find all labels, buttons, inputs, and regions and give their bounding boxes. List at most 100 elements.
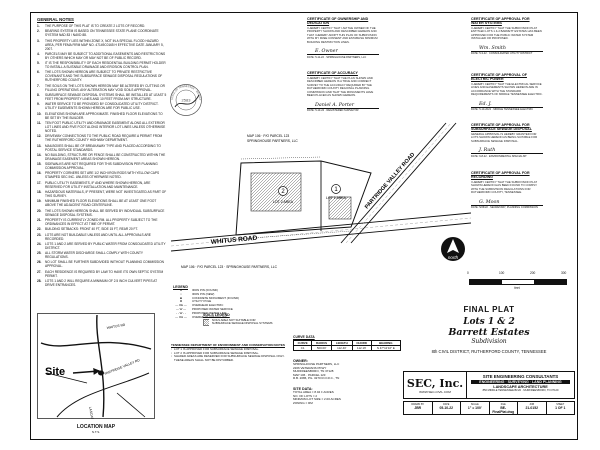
services-tail: LANDSCAPE ARCHITECTURE	[493, 385, 548, 389]
north-label: north	[448, 255, 459, 260]
title-subdivision-name: Barrett Estates	[448, 327, 530, 338]
scale-unit: feet	[514, 286, 520, 290]
legend-item: ○IRON PIN (NEW)	[173, 291, 261, 297]
note-text: The purpose of this plat is to create 2 …	[45, 24, 146, 28]
date-label: DATE	[471, 206, 478, 209]
title-kind: Subdivision	[471, 338, 507, 345]
services-head: SITE ENGINEERING CONSULTANTS	[482, 374, 559, 379]
lot2-number: 2	[281, 189, 285, 195]
legend-symbol-icon: ⊗	[179, 299, 183, 304]
curve-cell: N 47°12'10" E	[370, 345, 402, 351]
note-number: 21.	[37, 217, 42, 222]
owner-line: SPRINGHOUSE PARTNERS, LLC	[293, 362, 340, 366]
cert-body: I hereby certify that the electrical ser…	[471, 81, 543, 96]
date-label: DATE	[471, 108, 478, 111]
soils-legend-text: SOILS AREA NOT SUITABLE FOR SUBSURFACE S…	[211, 318, 273, 326]
scale-bar-segments	[469, 279, 567, 285]
environment-note-item: ▫Lot 1 is approved for subsurface sewage…	[171, 347, 291, 352]
location-map-subtitle: N.T.S.	[91, 430, 101, 434]
note-text: Ten foot public utility and drainage eas…	[45, 120, 166, 133]
surveyor-stamp: STATE OF TENNESSEE · REGISTERED LAND SUR…	[168, 80, 203, 117]
cert-electric: CERTIFICATE OF APPROVAL OF ELECTRIC POWE…	[471, 73, 543, 111]
note-item: 15.Sidewalks are not required for this s…	[37, 162, 167, 170]
site-label: Site	[45, 366, 65, 378]
note-item: 20.The lots shown hereon shall be served…	[37, 209, 167, 217]
environment-notes-title: TENNESSEE DEPARTMENT OF ENVIRONMENT AND …	[171, 343, 285, 347]
note-item: 2.Bearing system is based on Tennessee S…	[37, 29, 167, 37]
general-notes: GENERAL NOTES 1.The purpose of this plat…	[37, 17, 167, 288]
lot1-number: 1	[334, 187, 338, 193]
note-item: 18.Hazardous materials, if present, were…	[37, 190, 167, 198]
environment-notes: TENNESSEE DEPARTMENT OF ENVIRONMENT AND …	[171, 343, 291, 362]
note-number: 2.	[37, 29, 40, 34]
signature-line: J. Ruth	[471, 145, 543, 154]
note-text: Elevations shown are approximate. Finish…	[45, 111, 163, 120]
title-cell-label: DRAWN BY	[411, 403, 425, 406]
title-cell-label: SCALE	[470, 403, 479, 406]
lot1-soils-area	[328, 196, 352, 220]
note-number: 22.	[37, 227, 42, 232]
owner-title: OWNER:	[293, 359, 308, 363]
adjoiner-note-3: MAP 106 · P/O PARCEL 123 · SPRINGHOUSE P…	[181, 265, 278, 269]
signatory: Consolidated Utility District	[489, 52, 533, 55]
note-text: Building setbacks: front 40 ft, side 15 …	[45, 227, 138, 232]
legend-symbol-icon: ■	[180, 295, 182, 300]
cert-body: I hereby certify that the subdivision pl…	[471, 25, 542, 40]
legend-symbol-icon: - - W - -	[176, 310, 186, 315]
note-number: 5.	[37, 61, 40, 66]
title-cell-label: SHEET	[556, 403, 565, 406]
signatory: Springhouse Partners, LLC	[326, 55, 367, 59]
note-item: 12.Driveway connections to the public ro…	[37, 134, 167, 142]
cert-title: CERTIFICATE OF APPROVAL FOR SUBSURFACE S…	[471, 123, 532, 131]
date-label: DATE	[471, 154, 478, 158]
note-item: 27.Each residence is required by law to …	[37, 270, 167, 278]
date-value: 6-8-22	[479, 154, 487, 158]
scale-tick-100: 100	[499, 271, 505, 275]
note-text: Mailboxes shall be of breakaway type and…	[45, 143, 161, 152]
cert-title: CERTIFICATE OF APPROVAL FOR RECORDING	[471, 171, 530, 179]
title-cell-value: BE-FinalPlat.dwg	[492, 406, 515, 414]
plat-map: WHITUS ROAD PARTRIDGE VALLEY ROAD 2 LOT …	[171, 122, 471, 269]
date-value: 5-3-22	[479, 52, 487, 55]
note-number: 16.	[37, 171, 42, 176]
title-cell-value: 05-10-22	[439, 406, 454, 410]
lot2-soils-area	[250, 172, 302, 212]
site-data-line: NO. OF LOTS = 2	[293, 393, 318, 398]
legend-item-label: UTILITY POLE	[192, 299, 212, 304]
legend-symbol-icon: ○	[180, 291, 182, 296]
legend-item: - - W - -PROPOSED WATER LINE	[173, 310, 261, 316]
north-arrow-icon: north	[441, 237, 465, 261]
cert-title: CERTIFICATE OF APPROVAL OF ELECTRIC POWE…	[471, 73, 527, 81]
plat-type: FINAL PLAT	[463, 305, 515, 314]
note-number: 24.	[37, 241, 42, 246]
note-text: Subsurface sewage disposal systems shall…	[45, 93, 167, 102]
signature: Wm. Smith	[479, 45, 506, 51]
note-text: This property lies within Zone X, not in…	[45, 38, 164, 51]
note-number: 26.	[37, 260, 42, 265]
note-text: Lots 1 and 2 will require a minimum of 2…	[45, 279, 158, 288]
site-data-line: TOTAL AREA = 8.04 ± ACRES	[293, 390, 334, 394]
note-item: 10.Elevations shown are approximate. Fin…	[37, 112, 167, 120]
note-text: No building, structure or fence shall be…	[45, 152, 166, 161]
signatory: Middle Tennessee Electric	[493, 108, 534, 111]
environment-note-bullet-icon: ▫	[171, 350, 173, 355]
note-item: 26.No lot shall be further subdivided wi…	[37, 260, 167, 268]
legend-symbol-icon: — OE —	[175, 303, 187, 308]
title-block: FINAL PLAT Lots 1 & 2 Barrett Estates Su…	[403, 305, 575, 437]
soils-hatch-swatch	[203, 319, 209, 326]
cert-body: I hereby certify that I am the owner of …	[307, 25, 378, 44]
cert-body: I hereby certify that the plan shown and…	[307, 75, 374, 97]
cert-body: General approval is hereby granted for l…	[471, 131, 538, 143]
environment-note-text: Lot 2 is approved for subsurface sewage …	[174, 350, 260, 355]
date-value: 5/26/22	[479, 206, 488, 209]
environment-note-text: Shaded areas are reserved for subsurface…	[174, 354, 285, 362]
note-text: Hazardous materials, if present, were no…	[45, 190, 167, 199]
firm-block: SEC, Inc. WWW.SEC-CIVIL.COM SITE ENGINEE…	[403, 371, 575, 399]
note-item: 8.Subsurface sewage disposal systems sha…	[37, 93, 167, 101]
note-item: 21.Property is currently zoned RM. All p…	[37, 218, 167, 226]
